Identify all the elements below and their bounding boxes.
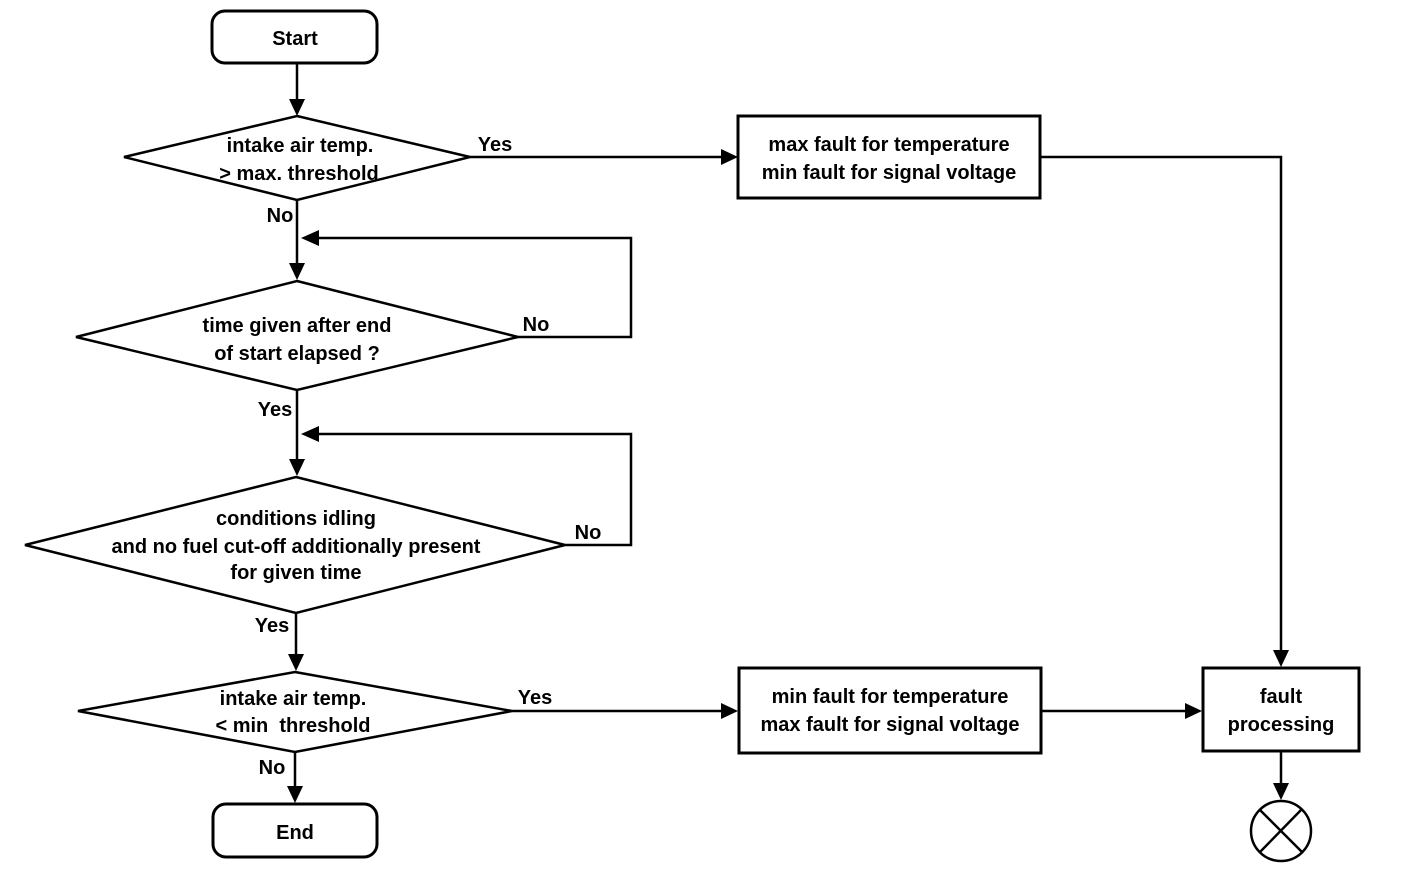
arrowhead-into-connector (1273, 783, 1289, 800)
decision-idling-diamond (24, 475, 566, 615)
edge-label-time-elapsed-yes: Yes (258, 399, 292, 421)
edge-max-fault-to-fault-processing (1040, 155, 1283, 650)
edge-label-time-elapsed-no: No (523, 314, 550, 336)
decision-intake-min-line2: < min threshold (215, 715, 370, 737)
decision-idling-line2: and no fuel cut-off additionally present (112, 536, 481, 558)
arrowhead-into-fault-processing-left (1185, 703, 1202, 719)
arrowheads (287, 99, 1289, 803)
process-max-fault-line1: max fault for temperature (768, 134, 1009, 156)
end-label: End (276, 822, 314, 844)
decision-time-elapsed-diamond (75, 279, 519, 392)
edge-label-idling-no: No (575, 522, 602, 544)
edge-time-elapsed-no-loop (319, 236, 633, 339)
connector-cross (1259, 808, 1304, 854)
edge-label-intake-max-no: No (267, 205, 294, 227)
edge-idling-no-loop (319, 432, 633, 547)
arrowhead-idling-loop (301, 426, 319, 442)
process-max-fault-line2: min fault for signal voltage (762, 162, 1016, 184)
process-max-fault-box (736, 114, 1042, 200)
arrowhead-into-min-fault (721, 703, 738, 719)
arrowhead-into-time-elapsed (289, 263, 305, 280)
process-min-fault-line2: max fault for signal voltage (761, 714, 1020, 736)
arrowhead-into-max-fault (721, 149, 738, 165)
process-fault-processing-box (1201, 666, 1361, 753)
decision-time-elapsed-line1: time given after end (203, 315, 392, 337)
process-min-fault-line1: min fault for temperature (772, 686, 1009, 708)
process-fault-processing-line1: fault (1260, 686, 1303, 708)
edge-label-idling-yes: Yes (255, 615, 289, 637)
edge-label-intake-min-no: No (259, 757, 286, 779)
arrowhead-into-idling (289, 459, 305, 476)
decision-intake-max-diamond (123, 114, 471, 202)
start-label: Start (272, 28, 318, 50)
decision-idling-line3: for given time (230, 562, 361, 584)
start-terminator (210, 9, 379, 65)
process-fault-processing-line2: processing (1228, 714, 1335, 736)
arrowhead-into-intake-min (288, 654, 304, 671)
decision-intake-max-line2: > max. threshold (219, 163, 379, 185)
decision-idling-line1: conditions idling (216, 508, 376, 530)
edge-label-intake-max-yes: Yes (478, 134, 512, 156)
decision-intake-max-line1: intake air temp. (227, 135, 374, 157)
edges (293, 63, 1283, 786)
process-min-fault-box (737, 666, 1043, 755)
arrowhead-into-intake-max (289, 99, 305, 116)
arrowhead-time-elapsed-loop (301, 230, 319, 246)
decision-intake-min-diamond (77, 670, 513, 754)
decision-intake-min-line1: intake air temp. (220, 688, 367, 710)
edge-label-intake-min-yes: Yes (518, 687, 552, 709)
decision-time-elapsed-line2: of start elapsed ? (214, 343, 380, 365)
crossed-circle-connector-icon (1249, 799, 1313, 863)
end-terminator (211, 802, 379, 859)
arrowhead-into-end (287, 786, 303, 803)
arrowhead-into-fault-processing-top (1273, 650, 1289, 667)
